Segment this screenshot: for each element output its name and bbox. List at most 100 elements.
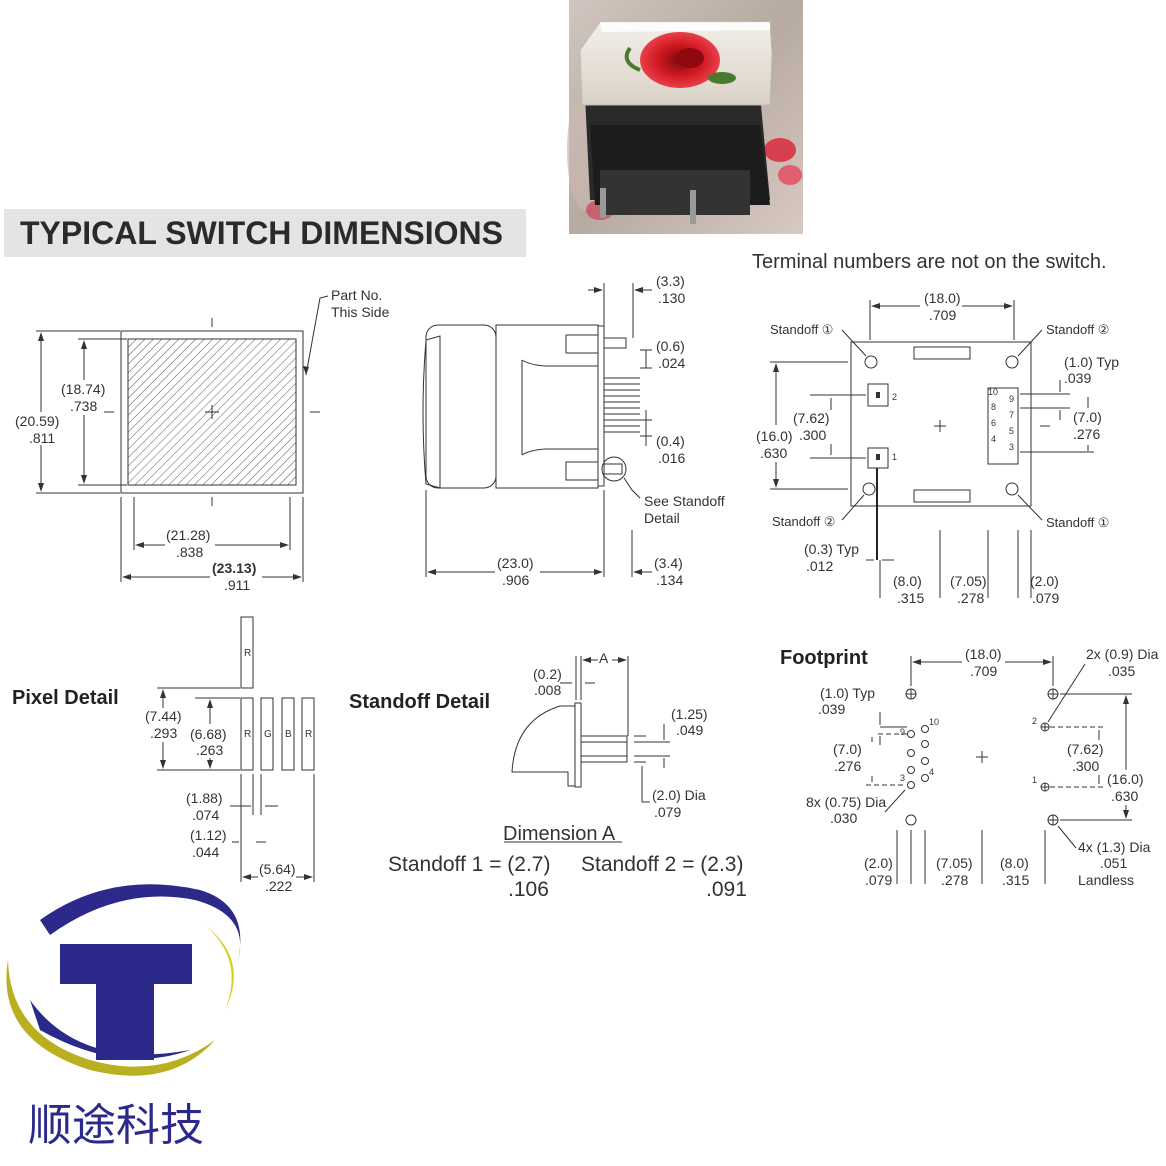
dim-293: .293 (150, 725, 177, 741)
pin-num: 9 (1009, 394, 1014, 404)
fp-dim-7-05: (7.05) (936, 855, 973, 871)
dim-2-0: (2.0) (1030, 573, 1059, 589)
pin-num: 4 (991, 434, 996, 444)
bottom-view (770, 300, 1094, 598)
pixel-letter-r: R (244, 729, 251, 740)
standoff-detail-label: Standoff Detail (349, 691, 490, 713)
dim-222: .222 (265, 878, 292, 894)
fp-dim-0-9-dia: 2x (0.9) Dia (1086, 646, 1159, 662)
dim-0-4: (0.4) (656, 433, 685, 449)
side-view (422, 283, 652, 577)
dim-1-12: (1.12) (190, 827, 227, 843)
dim-024: .024 (658, 355, 685, 371)
pin-num: 5 (1009, 426, 1014, 436)
dim-300: .300 (799, 427, 826, 443)
dim-044: .044 (192, 844, 219, 860)
footprint-label: Footprint (780, 647, 868, 669)
dim-838: .838 (176, 544, 203, 560)
fp-pin-num: 10 (929, 717, 939, 727)
fp-dim-18-0: (18.0) (965, 646, 1002, 662)
dim-315: .315 (897, 590, 924, 606)
landless-label: Landless (1078, 872, 1134, 888)
front-view (36, 295, 329, 582)
dim-23-13: (23.13) (212, 560, 256, 576)
company-name: 顺途科技 (28, 1101, 204, 1150)
fp-dim-039: .039 (818, 701, 845, 717)
dim-8-0: (8.0) (893, 573, 922, 589)
dim-1-0-typ: (1.0) Typ (1064, 354, 1119, 370)
fp-pin-num: 9 (900, 727, 905, 737)
fp-dim-276: .276 (834, 758, 861, 774)
standoff-2-inch: .091 (706, 878, 747, 901)
pixel-letter-r2: R (305, 729, 312, 740)
pin-num: 10 (988, 387, 998, 397)
dim-3-3: (3.3) (656, 273, 685, 289)
dim-263: .263 (196, 742, 223, 758)
dim-3-4: (3.4) (654, 555, 683, 571)
fp-dim-16-0: (16.0) (1107, 771, 1144, 787)
fp-dim-8-0: (8.0) (1000, 855, 1029, 871)
dim-012: .012 (806, 558, 833, 574)
dim-7-62: (7.62) (793, 410, 830, 426)
company-logo (6, 884, 241, 1076)
title-banner (4, 209, 526, 257)
dim-16-0: (16.0) (756, 428, 793, 444)
this-side-label: This Side (331, 304, 390, 320)
page-title: TYPICAL SWITCH DIMENSIONS (20, 215, 503, 251)
pin-num: 3 (1009, 442, 1014, 452)
fp-dim-278: .278 (941, 872, 968, 888)
footprint (866, 656, 1132, 884)
dim-016: .016 (658, 450, 685, 466)
fp-dim-7-62: (7.62) (1067, 741, 1104, 757)
fp-dim-630: .630 (1111, 788, 1138, 804)
dim-079: .079 (1032, 590, 1059, 606)
dim-008: .008 (534, 682, 561, 698)
standoff-1-top: Standoff ① (770, 322, 833, 337)
fp-dim-709: .709 (970, 663, 997, 679)
pin-num: 1 (892, 452, 897, 462)
dim-911: .911 (224, 577, 250, 593)
fp-dim-0-75-dia: 8x (0.75) Dia (806, 794, 886, 810)
standoff-1-bottom: Standoff ① (1046, 515, 1109, 530)
fp-dim-7-0: (7.0) (833, 741, 862, 757)
pin-num: 7 (1009, 410, 1014, 420)
detail-label: Detail (644, 510, 680, 526)
standoff-detail (504, 656, 670, 843)
dim-1-25: (1.25) (671, 706, 708, 722)
fp-dim-051: .051 (1100, 855, 1127, 871)
fp-dim-035: .035 (1108, 663, 1135, 679)
standoff-2-value: Standoff 2 = (2.3) (581, 853, 743, 876)
pixel-letter-r-top: R (244, 648, 251, 659)
dim-7-0: (7.0) (1073, 409, 1102, 425)
fp-dim-315: .315 (1002, 872, 1029, 888)
fp-dim-1-3-dia: 4x (1.3) Dia (1078, 839, 1151, 855)
dim-709: .709 (929, 307, 956, 323)
dim-906: .906 (502, 572, 529, 588)
dim-738: .738 (70, 398, 97, 414)
dim-079-dia: .079 (654, 804, 681, 820)
dim-276: .276 (1073, 426, 1100, 442)
dim-134: .134 (656, 572, 683, 588)
pixel-detail-label: Pixel Detail (12, 687, 119, 709)
standoff-1-inch: .106 (508, 878, 549, 901)
dim-6-68: (6.68) (190, 726, 227, 742)
fp-pin-num: 3 (900, 773, 905, 783)
pixel-detail (157, 616, 315, 882)
fp-dim-2-0: (2.0) (864, 855, 893, 871)
dim-18-0: (18.0) (924, 290, 961, 306)
dim-0-6: (0.6) (656, 338, 685, 354)
dim-811: .811 (29, 430, 55, 446)
dim-23-0: (23.0) (497, 555, 534, 571)
see-standoff-label: See Standoff (644, 493, 725, 509)
dim-a-label: A (599, 650, 609, 666)
dim-130: .130 (658, 290, 685, 306)
fp-dim-1-0-typ: (1.0) Typ (820, 685, 875, 701)
pin-num: 2 (892, 392, 897, 402)
pixel-letter-b: B (285, 729, 292, 740)
dim-7-44: (7.44) (145, 708, 182, 724)
standoff-2-top: Standoff ② (1046, 322, 1109, 337)
pixel-letter-g: G (264, 729, 272, 740)
fp-dim-079: .079 (865, 872, 892, 888)
fp-pin-num: 2 (1032, 716, 1037, 726)
terminal-note: Terminal numbers are not on the switch. (752, 251, 1107, 273)
